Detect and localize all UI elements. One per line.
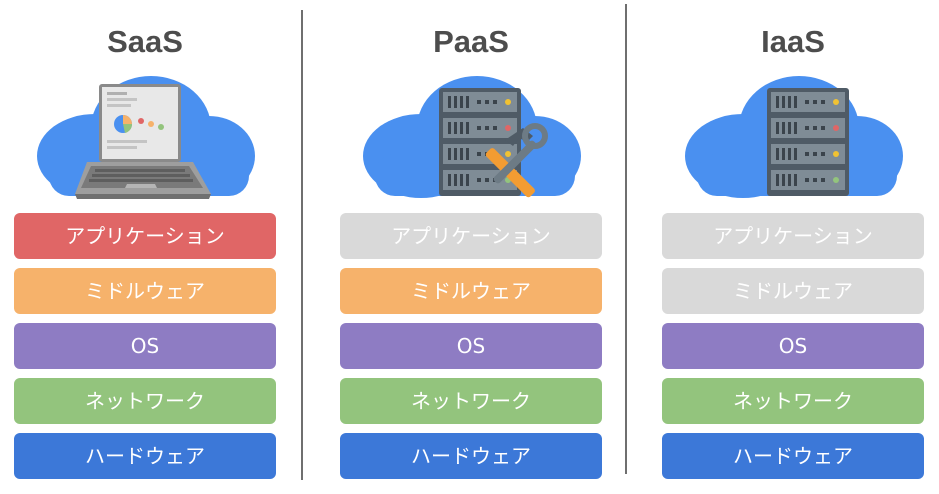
layer-hardware: ハードウェア (662, 433, 924, 479)
layer-hardware: ハードウェア (340, 433, 602, 479)
column-divider (301, 10, 303, 480)
layer-os: OS (14, 323, 276, 369)
layer-hardware: ハードウェア (14, 433, 276, 479)
column-saas: SaaS (0, 0, 290, 494)
layer-application: アプリケーション (662, 213, 924, 259)
column-divider (625, 4, 627, 474)
column-title: IaaS (761, 24, 825, 59)
column-paas: PaaS (326, 0, 616, 494)
layer-middleware: ミドルウェア (14, 268, 276, 314)
layer-network: ネットワーク (340, 378, 602, 424)
layer-os: OS (662, 323, 924, 369)
tools-icon (485, 123, 548, 198)
layer-middleware: ミドルウェア (340, 268, 602, 314)
column-title: PaaS (433, 24, 509, 59)
layer-network: ネットワーク (14, 378, 276, 424)
layer-os: OS (340, 323, 602, 369)
iaas-cloud-graphic (685, 76, 903, 198)
cloud-icon (0, 58, 290, 208)
column-iaas: IaaS (648, 0, 938, 494)
layer-network: ネットワーク (662, 378, 924, 424)
layer-application: アプリケーション (340, 213, 602, 259)
cloud-icon (648, 58, 938, 208)
server-icon (767, 88, 849, 196)
paas-cloud-graphic (363, 76, 581, 198)
layer-middleware: ミドルウェア (662, 268, 924, 314)
cloud-icon (326, 58, 616, 208)
column-title: SaaS (107, 24, 183, 59)
laptop-icon (75, 84, 211, 199)
saas-cloud-graphic (37, 76, 255, 199)
layer-application: アプリケーション (14, 213, 276, 259)
